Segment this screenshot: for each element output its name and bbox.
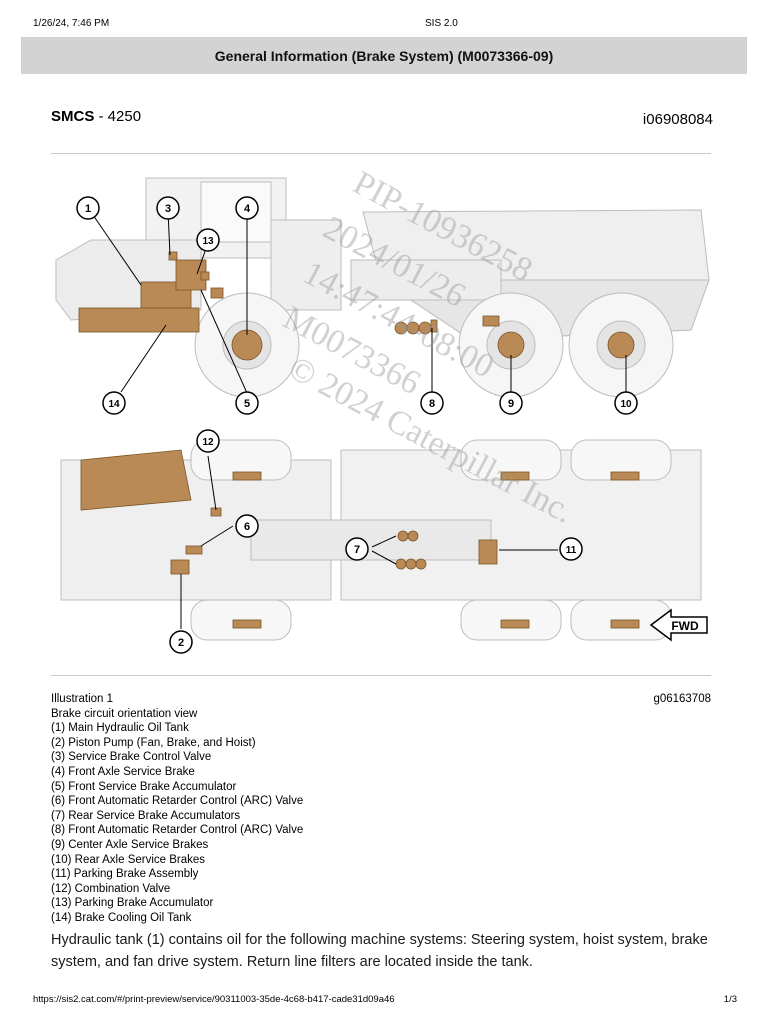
smcs-label: SMCS xyxy=(51,108,95,125)
callout-2: 2 xyxy=(169,630,193,654)
smcs-code: SMCS - 4250 xyxy=(51,108,141,125)
svg-text:10: 10 xyxy=(620,399,632,410)
legend-item: (8) Front Automatic Retarder Control (AR… xyxy=(51,824,304,837)
callout-13: 13 xyxy=(196,228,220,252)
callout-3: 3 xyxy=(156,196,180,220)
page-url: https://sis2.cat.com/#/print-preview/ser… xyxy=(33,994,395,1005)
svg-text:6: 6 xyxy=(244,521,250,533)
callout-6: 6 xyxy=(235,514,259,538)
highlighted-components-top xyxy=(80,449,640,629)
legend-item: (1) Main Hydraulic Oil Tank xyxy=(51,722,189,735)
legend-item: (5) Front Service Brake Accumulator xyxy=(51,780,237,793)
svg-text:9: 9 xyxy=(508,398,514,410)
legend-item: (11) Parking Brake Assembly xyxy=(51,868,199,881)
divider-figure xyxy=(51,675,711,676)
callout-10: 10 xyxy=(614,391,638,415)
callout-5: 5 xyxy=(235,391,259,415)
highlighted-components-side xyxy=(78,251,635,361)
smcs-value: - 4250 xyxy=(94,108,142,125)
illustration-caption: Illustration 1 g06163708 Brake circuit o… xyxy=(51,692,711,926)
legend-item: (3) Service Brake Control Valve xyxy=(51,751,212,764)
callout-7: 7 xyxy=(345,537,369,561)
svg-text:14: 14 xyxy=(108,399,120,410)
body-paragraph: Hydraulic tank (1) contains oil for the … xyxy=(51,932,708,970)
legend-item: (7) Rear Service Brake Accumulators xyxy=(51,809,241,822)
document-id: i06908084 xyxy=(642,111,713,128)
svg-text:2: 2 xyxy=(178,637,184,649)
callout-1: 1 xyxy=(76,196,100,220)
legend-item: (14) Brake Cooling Oil Tank xyxy=(51,911,192,924)
print-header: 1/26/24, 7:46 PM SIS 2.0 xyxy=(0,18,768,32)
callout-12: 12 xyxy=(196,429,220,453)
print-datetime: 1/26/24, 7:46 PM xyxy=(33,18,110,29)
legend-item: (4) Front Axle Service Brake xyxy=(51,765,195,778)
legend-item: (9) Center Axle Service Brakes xyxy=(51,838,209,851)
svg-text:1: 1 xyxy=(85,203,91,215)
svg-text:FWD: FWD xyxy=(671,619,699,633)
illustration-description: Brake circuit orientation view xyxy=(51,707,198,720)
svg-text:11: 11 xyxy=(566,545,577,556)
legend-item: (6) Front Automatic Retarder Control (AR… xyxy=(51,795,304,808)
app-name: SIS 2.0 xyxy=(425,18,458,29)
page-title: General Information (Brake System) (M007… xyxy=(21,37,747,74)
fwd-arrow-icon: FWD xyxy=(649,608,708,642)
callout-9: 9 xyxy=(499,391,523,415)
graphic-id: g06163708 xyxy=(653,693,711,705)
divider-top xyxy=(51,153,711,154)
callout-14: 14 xyxy=(102,391,126,415)
svg-text:4: 4 xyxy=(244,203,251,215)
leader-lines xyxy=(90,210,627,629)
legend-item: (2) Piston Pump (Fan, Brake, and Hoist) xyxy=(51,736,256,749)
svg-text:7: 7 xyxy=(354,544,360,556)
illustration-title: Illustration 1 xyxy=(51,693,114,705)
page-number: 1/3 xyxy=(723,994,737,1005)
svg-text:3: 3 xyxy=(165,203,171,215)
svg-text:12: 12 xyxy=(202,437,214,448)
legend-item: (10) Rear Axle Service Brakes xyxy=(51,853,206,866)
svg-text:8: 8 xyxy=(429,398,435,410)
callout-legend: (1) Main Hydraulic Oil Tank(2) Piston Pu… xyxy=(51,721,711,925)
svg-text:5: 5 xyxy=(244,398,250,410)
callout-4: 4 xyxy=(235,196,259,220)
legend-item: (12) Combination Valve xyxy=(51,882,171,895)
callout-11: 11 xyxy=(559,537,583,561)
svg-text:13: 13 xyxy=(202,236,214,247)
callout-8: 8 xyxy=(420,391,444,415)
legend-item: (13) Parking Brake Accumulator xyxy=(51,897,214,910)
